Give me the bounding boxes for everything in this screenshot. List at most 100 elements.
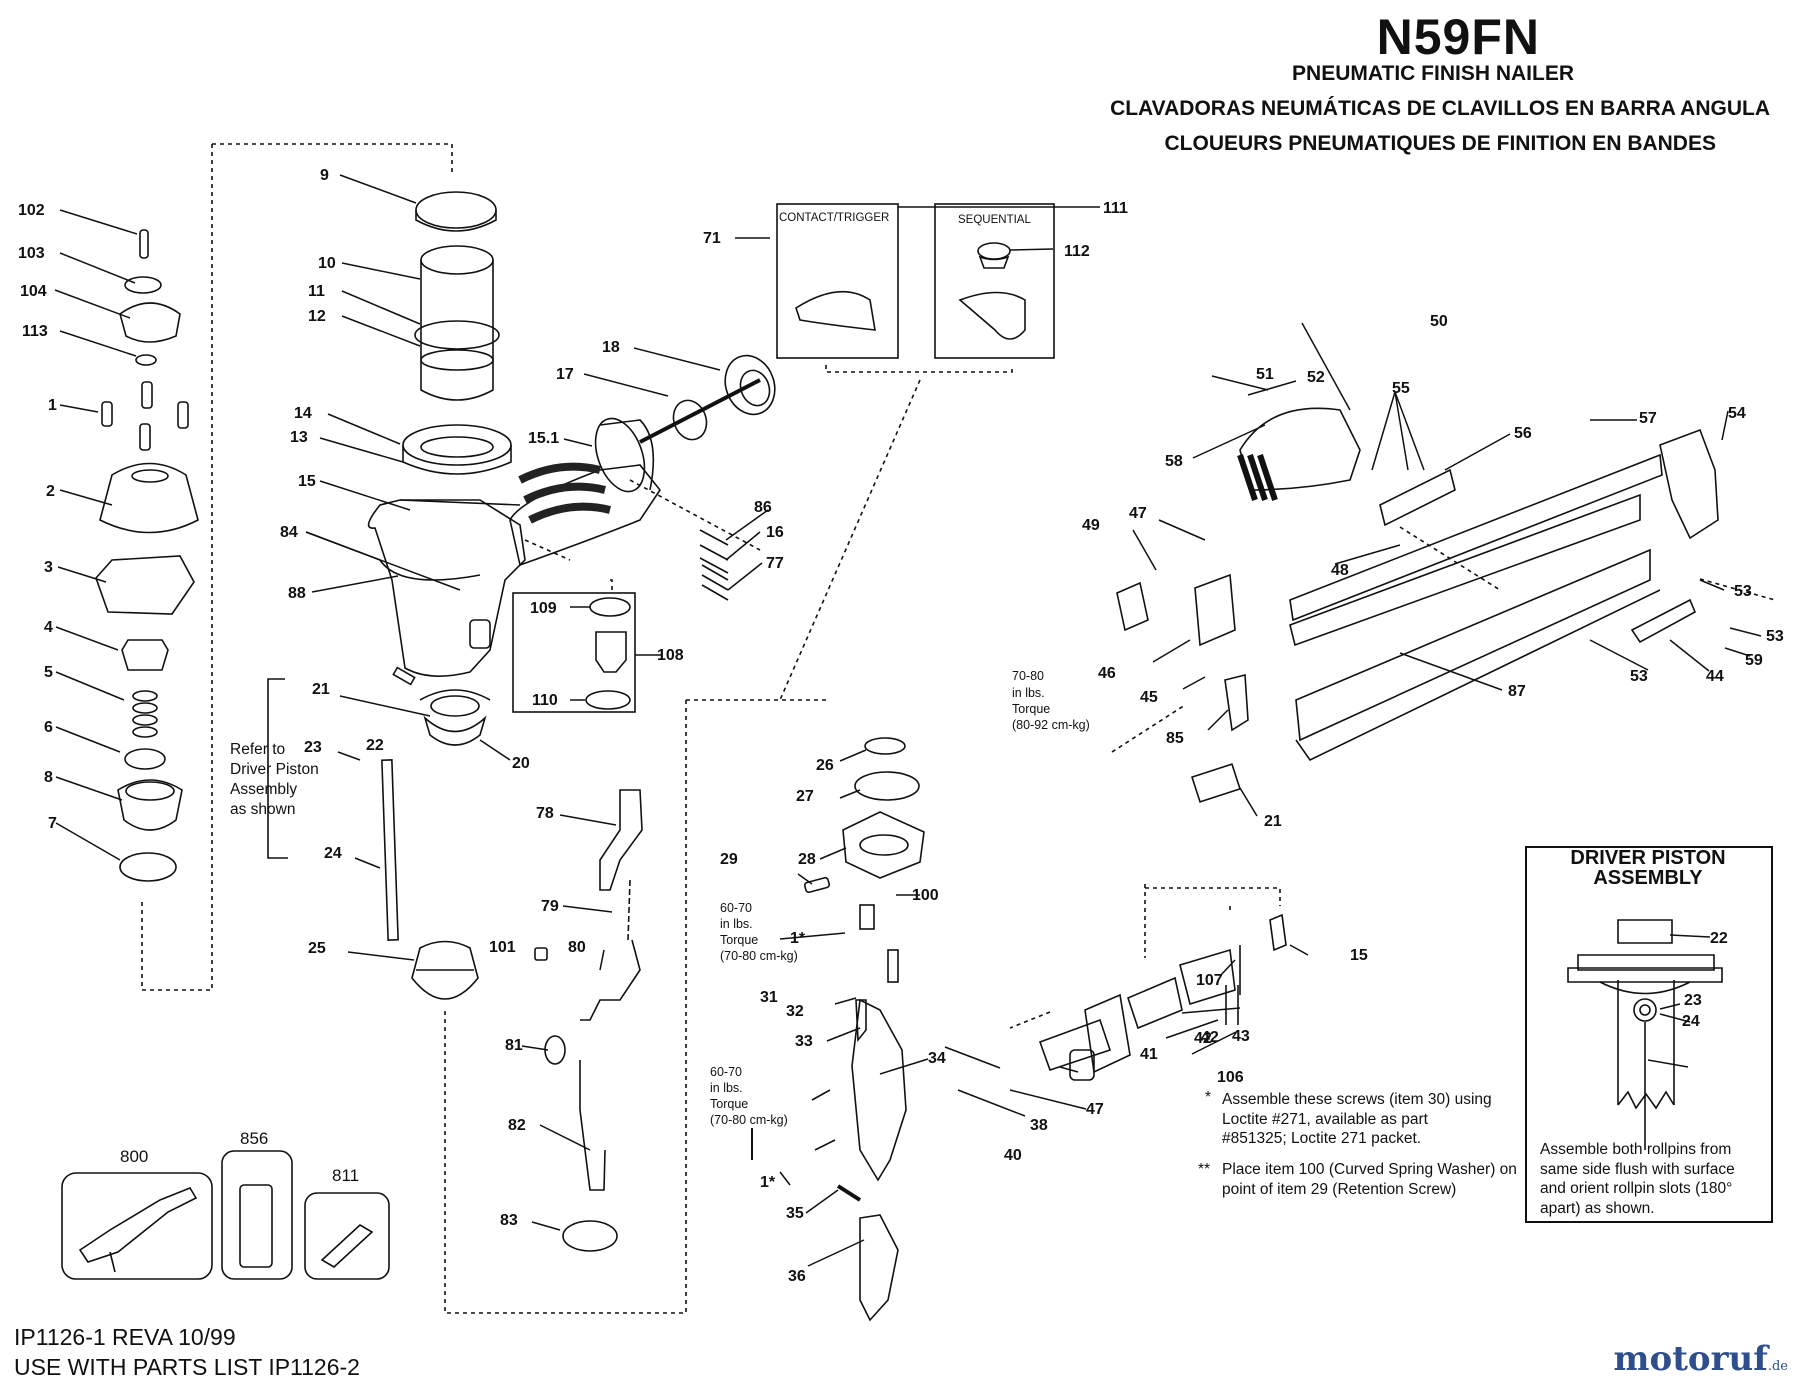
accessory-856-label: 856 (240, 1129, 268, 1148)
part-label: 81 (505, 1037, 523, 1054)
part-label: 21 (312, 681, 330, 698)
part-label: 36 (788, 1268, 806, 1285)
title-english: PNEUMATIC FINISH NAILER (1292, 62, 1574, 85)
part-label: 52 (1307, 369, 1325, 386)
inlet-parts (639, 354, 776, 601)
contact-trigger-box (776, 203, 899, 359)
accessory-800-box (61, 1172, 213, 1280)
part-label: 46 (1098, 665, 1116, 682)
part-label: 113 (22, 323, 48, 340)
part-label: 108 (657, 647, 684, 664)
accessory-811-label: 811 (332, 1166, 359, 1185)
torque-note-line: Torque (710, 1097, 748, 1111)
brand-name: motoruf (1613, 1339, 1768, 1379)
torque-note-line: Torque (720, 933, 758, 947)
part-label: 20 (512, 755, 530, 772)
brand-tld: .de (1767, 1359, 1788, 1374)
part-label: 59 (1745, 652, 1763, 669)
torque-note-line: in lbs. (1012, 686, 1045, 700)
note-star-text: Assemble these screws (item 30) using Lo… (1222, 1091, 1492, 1147)
part-label: 24 (324, 845, 342, 862)
sequential-box (934, 203, 1055, 359)
part-label: 82 (508, 1117, 526, 1134)
part-label: 53 (1630, 668, 1648, 685)
part-label: 26 (816, 757, 834, 774)
part-label: 3 (44, 559, 53, 576)
trigger-linkage (534, 789, 643, 1252)
model-number: N59FN (1376, 9, 1540, 65)
driver-piston-title-line: DRIVER PISTON (1570, 847, 1726, 869)
part-label: 17 (556, 366, 574, 383)
part-label: 28 (798, 851, 816, 868)
part-label: 56 (1514, 425, 1532, 442)
part-label: 23 (304, 739, 322, 756)
brand-watermark: motoruf.de (1614, 1339, 1788, 1379)
contact-trigger-part (795, 290, 876, 331)
part-label: 22 (1710, 930, 1728, 947)
note-dstar-mark: ** (1198, 1161, 1211, 1178)
torque-note-line: in lbs. (720, 917, 753, 931)
torque-notes: 70-80 in lbs. Torque (80-92 cm-kg) 60-70… (710, 669, 1090, 1127)
torque-note-line: (70-80 cm-kg) (720, 949, 798, 963)
part-label: 57 (1639, 410, 1657, 427)
driver-piston-detail (1567, 919, 1723, 1150)
torque-note-line: (70-80 cm-kg) (710, 1113, 788, 1127)
part-label: 18 (602, 339, 620, 356)
part-label: 111 (1103, 200, 1128, 217)
driver-piston-note: Assemble both rollpins from same side fl… (1540, 1141, 1735, 1217)
accessory-labels: 800 856 811 (120, 1129, 359, 1185)
driver-piston-title: DRIVER PISTON ASSEMBLY (1524, 848, 1772, 888)
footer-parts-list: USE WITH PARTS LIST IP1126-2 (14, 1354, 360, 1380)
torque-note-line: Torque (1012, 702, 1050, 716)
part-label: 53 (1766, 628, 1784, 645)
part-label: 9 (320, 167, 329, 184)
part-label: 29 (720, 851, 738, 868)
part-label: 55 (1392, 380, 1410, 397)
part-label: 33 (795, 1033, 813, 1050)
part-label: 106 (1217, 1069, 1244, 1086)
part-label: 48 (1331, 562, 1349, 579)
part-label: 15 (298, 473, 316, 490)
part-label: 54 (1728, 405, 1746, 422)
part-label: 71 (703, 230, 721, 247)
refer-note: Refer to Driver Piston Assembly as shown (230, 741, 319, 818)
dashed-leader-lines (141, 143, 1776, 1314)
part-label: 84 (280, 524, 298, 541)
refer-note-line: Driver Piston (230, 761, 319, 778)
torque-note-line: 70-80 (1012, 669, 1044, 683)
refer-note-line: as shown (230, 801, 295, 818)
driver-piston-title-line: ASSEMBLY (1593, 867, 1703, 889)
part-label: 27 (796, 788, 814, 805)
nailer-body (367, 417, 661, 677)
sequential-trigger-part (958, 291, 1026, 340)
part-label: 50 (1430, 313, 1448, 330)
part-label: 112 (1064, 243, 1090, 260)
part-label: 88 (288, 585, 306, 602)
part-label: 40 (1004, 1147, 1022, 1164)
part-label: 85 (1166, 730, 1184, 747)
note-dstar-text: Place item 100 (Curved Spring Washer) on… (1222, 1161, 1517, 1198)
part-label: 100 (912, 887, 939, 904)
part-label: 12 (308, 308, 326, 325)
part-label: 4 (44, 619, 53, 636)
accessory-856-box (221, 1150, 293, 1280)
part-label: 5 (44, 664, 53, 681)
driver-piston-box (1525, 846, 1773, 1223)
part-label: 87 (1508, 683, 1526, 700)
part-label: 38 (1030, 1117, 1048, 1134)
cap-parts-column (95, 229, 199, 882)
part-label: 47 (1129, 505, 1147, 522)
part-label: 24 (1682, 1013, 1700, 1030)
part-label: 16 (766, 524, 784, 541)
part-label: 109 (530, 600, 557, 617)
part-label: 34 (928, 1050, 946, 1067)
part-label: 83 (500, 1212, 518, 1229)
title-spanish: CLAVADORAS NEUMÁTICAS DE CLAVILLOS EN BA… (1110, 97, 1770, 120)
refer-note-line: Assembly (230, 781, 297, 798)
part-label: 1* (760, 1174, 776, 1191)
part-label: 43 (1232, 1028, 1250, 1045)
title-french: CLOUEURS PNEUMATIQUES DE FINITION EN BAN… (1164, 132, 1716, 155)
part-label: 51 (1256, 366, 1274, 383)
refer-bracket (267, 678, 288, 859)
